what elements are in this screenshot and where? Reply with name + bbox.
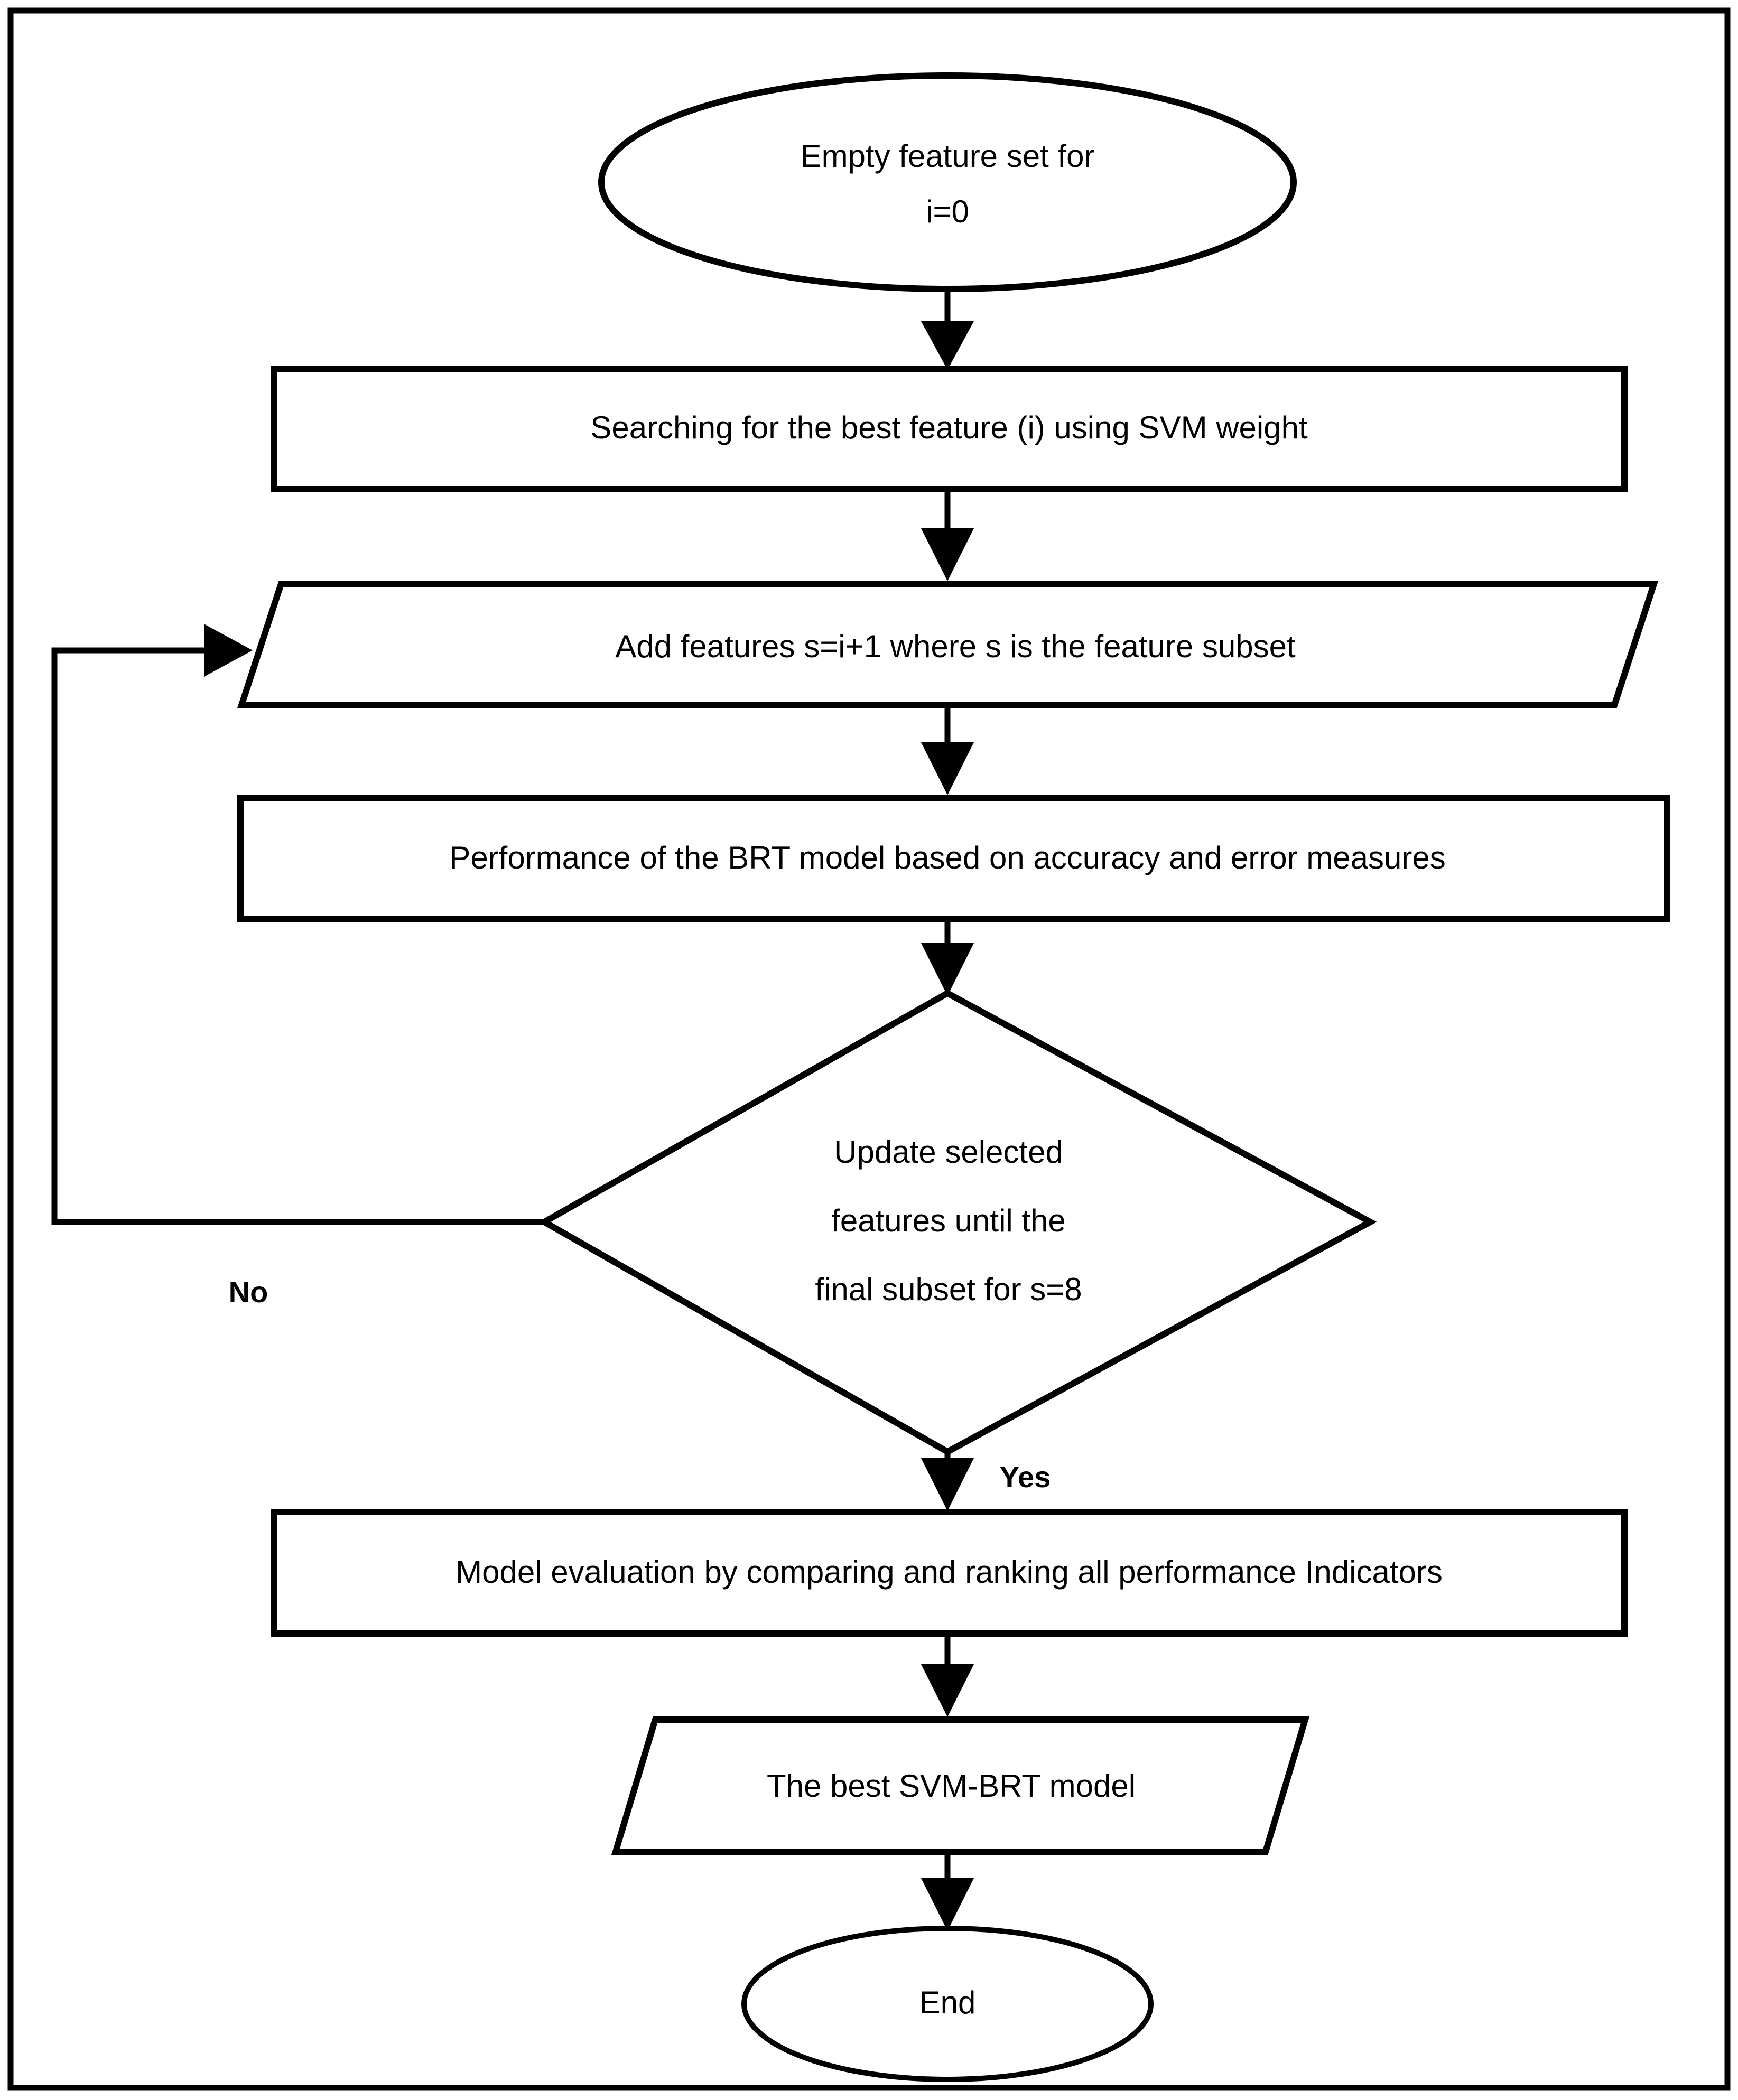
node-decision-line-1: Update selected (834, 1134, 1063, 1170)
edge-decision-to-add-no: No (51, 624, 544, 1309)
node-evaluation[interactable]: Model evaluation by comparing and rankin… (271, 1509, 1628, 1637)
node-add-features-label: Add features s=i+1 where s is the featur… (538, 629, 1358, 664)
figure-border (7, 7, 1731, 2091)
edge-start-to-search (921, 289, 974, 370)
node-add-prefix: Add features (615, 629, 804, 664)
edge-evaluation-to-best-model (921, 1634, 974, 1717)
edge-add-to-performance (921, 705, 974, 795)
node-add-suffix: where s is the feature subset (881, 629, 1296, 664)
node-evaluation-label: Model evaluation by comparing and rankin… (456, 1554, 1443, 1590)
node-add-italic: s=i+1 (804, 629, 881, 664)
node-performance-label: Performance of the BRT model based on ac… (449, 840, 1445, 875)
parallelogram-shape-add (237, 581, 1659, 708)
node-start-line-2: i=0 (926, 194, 969, 229)
arrowhead-icon (921, 742, 974, 795)
arrowhead-icon (921, 943, 974, 996)
arrowhead-icon (921, 321, 974, 370)
edge-best-model-to-end (921, 1852, 974, 1931)
node-add-features[interactable]: Add features s=i+1 where s is the featur… (237, 581, 1659, 708)
node-start-line-1: Empty feature set for (801, 138, 1095, 174)
node-start[interactable]: Empty feature set for i=0 (598, 72, 1297, 292)
node-end-label: End (919, 1985, 976, 2020)
edge-search-to-add (921, 489, 974, 581)
arrowhead-icon (921, 528, 974, 581)
edge-decision-to-evaluation-yes: Yes (921, 1452, 1051, 1511)
arrowhead-icon (921, 1458, 974, 1511)
arrowhead-icon (204, 624, 253, 677)
edge-no-path (51, 647, 544, 1225)
node-performance[interactable]: Performance of the BRT model based on ac… (237, 795, 1670, 922)
node-search-label: Searching for the best feature (i) using… (590, 410, 1308, 445)
node-search[interactable]: Searching for the best feature (i) using… (271, 366, 1628, 492)
rect-shape-search (271, 366, 1628, 492)
node-best-model-label: The best SVM-BRT model (767, 1768, 1136, 1804)
node-decision-line-3: final subset for s=8 (815, 1272, 1082, 1307)
edge-label-no: No (229, 1275, 268, 1309)
arrowhead-icon (921, 1664, 974, 1717)
ellipse-shape-start (598, 72, 1297, 292)
node-end[interactable]: End (741, 1926, 1154, 2082)
rect-shape-performance (237, 795, 1670, 922)
node-decision[interactable]: Update selected features until the final… (537, 990, 1377, 1455)
edge-performance-to-decision (921, 919, 974, 996)
node-decision-line-2: features until the (831, 1203, 1066, 1238)
edge-label-yes: Yes (1000, 1460, 1051, 1494)
parallelogram-shape-best-model (611, 1716, 1310, 1855)
arrowhead-icon (921, 1878, 974, 1931)
node-best-model[interactable]: The best SVM-BRT model (611, 1716, 1310, 1855)
ellipse-shape-end (741, 1926, 1154, 2082)
